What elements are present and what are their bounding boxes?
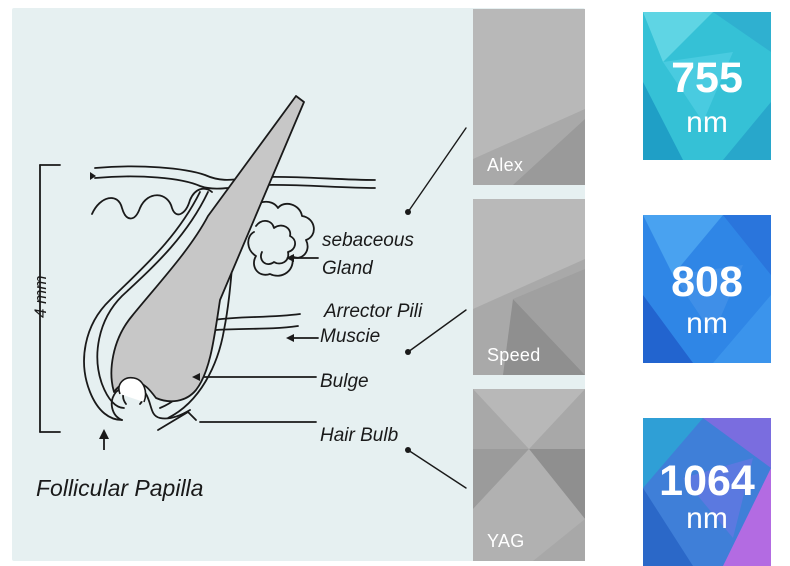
label-depth: 4 mm [31, 276, 50, 319]
tile-unit-1064: nm [643, 504, 771, 534]
tile-unit-808: nm [643, 309, 771, 339]
label-sebaceous: sebaceous [322, 230, 414, 251]
tab-label-yag: YAG [487, 531, 525, 552]
tile-wavelength-755: 755 [643, 57, 771, 100]
gland-arrowhead [286, 254, 294, 262]
label-muscle: Muscie [320, 326, 380, 347]
hair-bulb-bracket [158, 412, 196, 430]
label-gland: Gland [322, 258, 374, 279]
arrector-pili-line-2 [216, 326, 298, 330]
speed-connector-dot [405, 349, 411, 355]
tile-wavelength-1064: 1064 [643, 460, 771, 503]
wavelength-tile-1064: 1064 nm [643, 418, 771, 566]
laser-tab-speed[interactable]: Speed [473, 199, 585, 375]
wavelength-tile-755: 755 nm [643, 12, 771, 160]
tab-label-alex: Alex [487, 155, 523, 176]
yag-connector-dot [405, 447, 411, 453]
label-follicular-papilla: Follicular Papilla [36, 475, 203, 501]
alex-connector-dot [405, 209, 411, 215]
tile-unit-755: nm [643, 108, 771, 138]
alex-connector [408, 128, 466, 212]
papilla-arrowhead [99, 429, 109, 439]
muscle-arrowhead [286, 334, 294, 342]
yag-connector [408, 450, 466, 488]
laser-tab-alex[interactable]: Alex [473, 9, 585, 185]
label-hair-bulb: Hair Bulb [320, 425, 398, 446]
tab-label-speed: Speed [487, 345, 541, 366]
hair-shaft [111, 96, 304, 401]
wavelength-tile-808: 808 nm [643, 215, 771, 363]
label-bulge: Bulge [320, 371, 369, 392]
tile-wavelength-808: 808 [643, 261, 771, 304]
laser-tab-yag[interactable]: YAG [473, 389, 585, 561]
label-arrector-pili: Arrector Pili [323, 301, 423, 322]
